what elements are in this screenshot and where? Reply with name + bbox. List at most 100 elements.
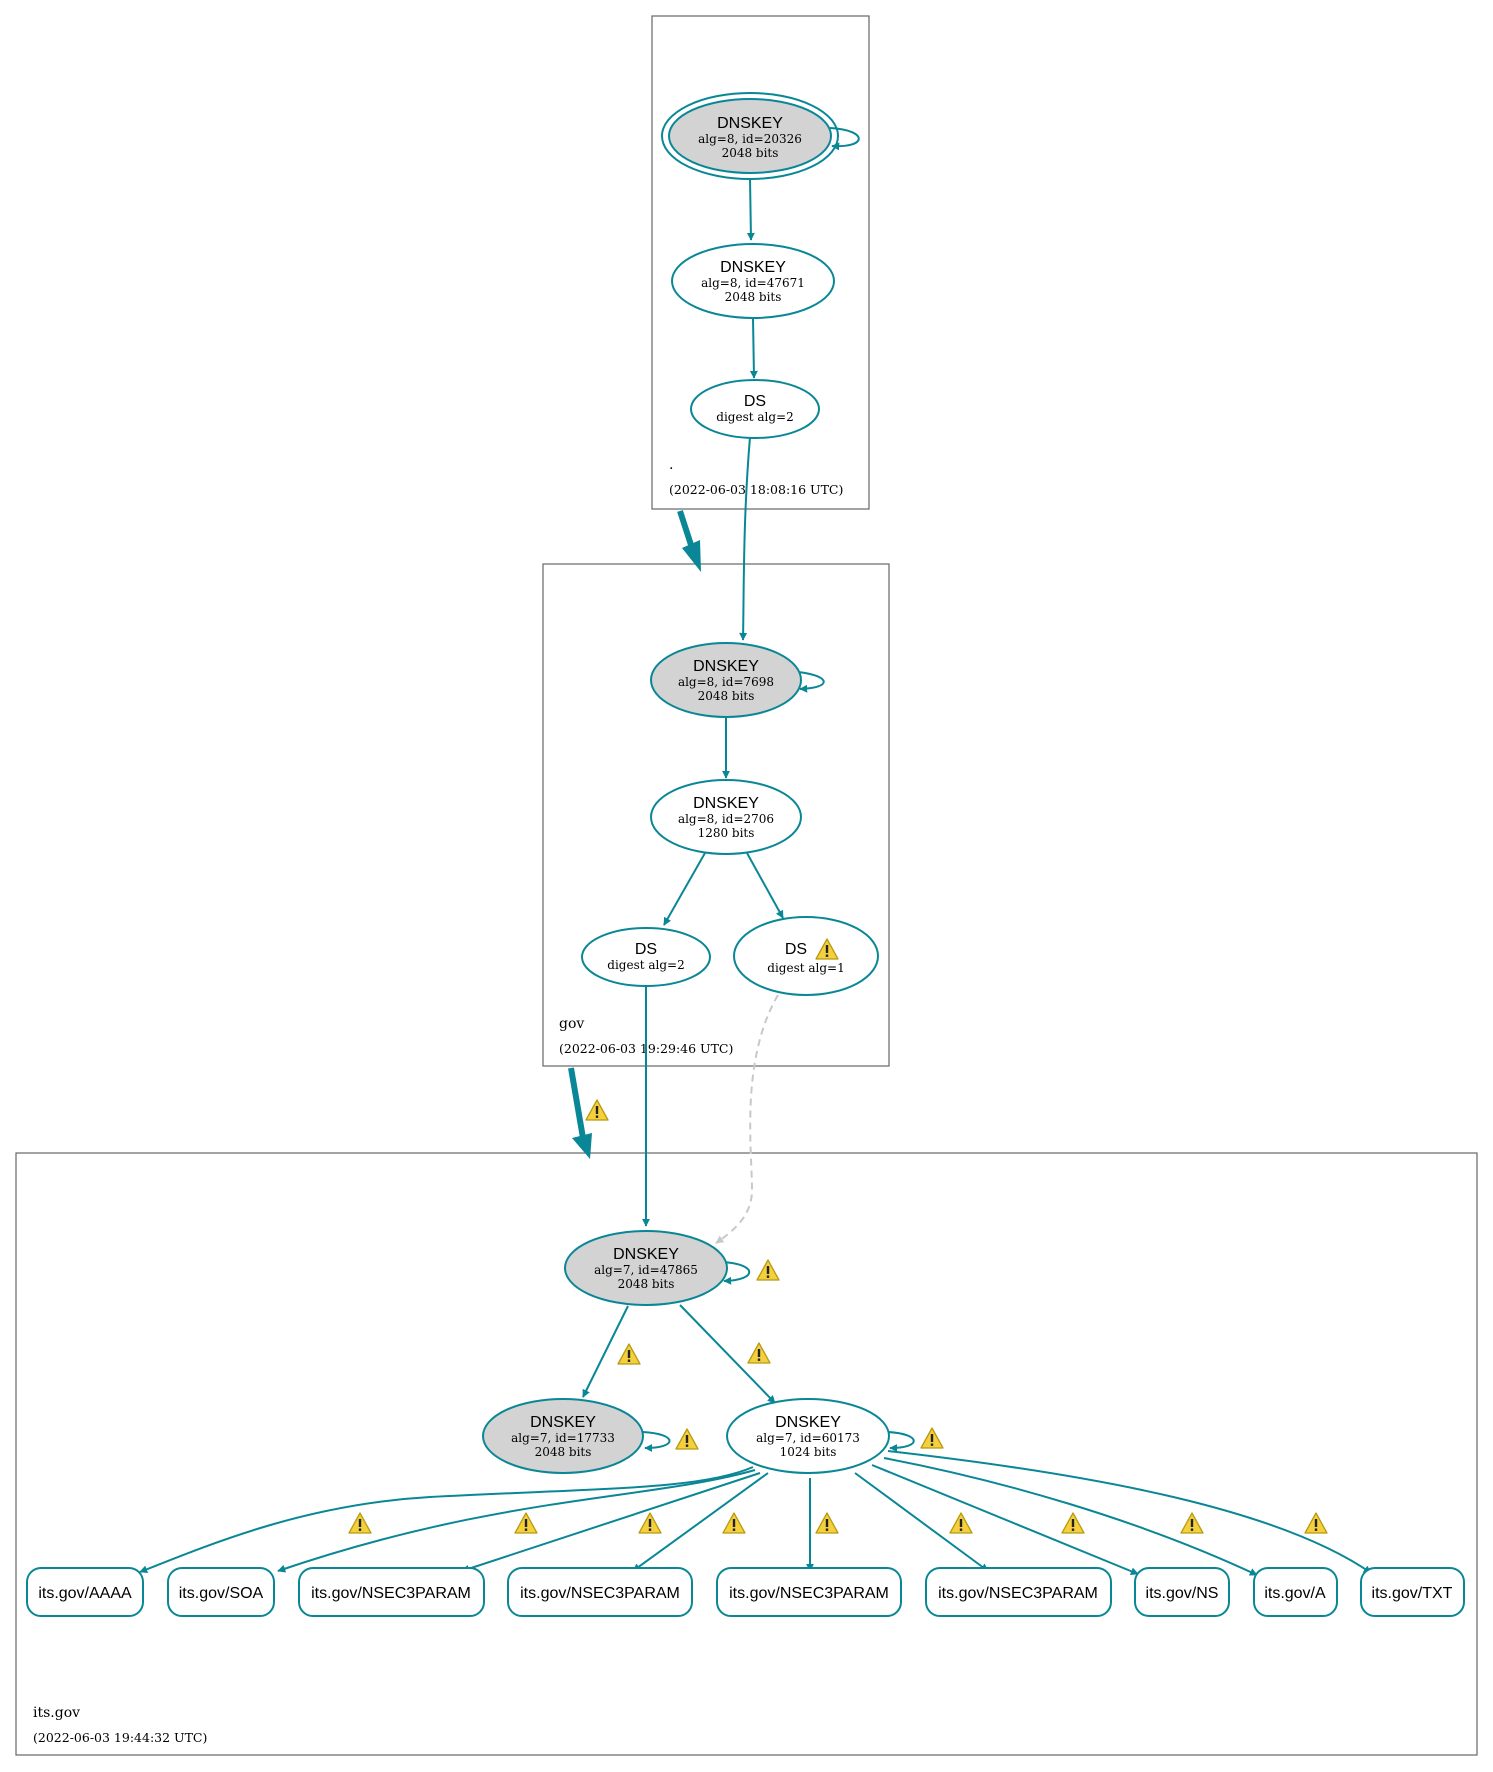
rrset-nsec3param-2[interactable]: its.gov/NSEC3PARAM [507, 1567, 693, 1617]
warning-icon[interactable] [920, 1427, 944, 1449]
warning-icon[interactable] [585, 1099, 609, 1121]
edge-zsk-nsec3param-2 [632, 1472, 769, 1572]
node-root-ksk-title: DNSKEY [717, 115, 783, 132]
warning-icon[interactable] [747, 1342, 771, 1364]
node-gov-zsk-title: DNSKEY [693, 795, 759, 812]
zone-name-gov: gov [559, 1016, 584, 1032]
warning-icon[interactable] [722, 1512, 746, 1534]
edge-its-ksk-zsk [679, 1304, 776, 1404]
edge-root-ksk-zsk [746, 177, 755, 241]
edge-its-zsk-self [887, 1431, 915, 1452]
node-gov-zsk[interactable]: DNSKEY alg=8, id=2706 1280 bits [650, 779, 802, 855]
edge-zsk-a [883, 1457, 1258, 1576]
node-gov-ksk-line2: 2048 bits [698, 689, 755, 703]
node-root-zsk-line1: alg=8, id=47671 [701, 276, 805, 290]
rrset-label: its.gov/NSEC3PARAM [311, 1585, 471, 1602]
node-its-ksk-line1: alg=7, id=47865 [594, 1263, 698, 1277]
rrset-aaaa[interactable]: its.gov/AAAA [26, 1567, 144, 1617]
warning-icon[interactable] [756, 1259, 780, 1281]
node-its-zsk[interactable]: DNSKEY alg=7, id=60173 1024 bits [726, 1398, 890, 1474]
rrset-nsec3param-3[interactable]: its.gov/NSEC3PARAM [716, 1567, 902, 1617]
edge-root-ds-gov-ksk [739, 436, 751, 641]
node-root-ksk-line1: alg=8, id=20326 [698, 132, 802, 146]
node-root-zsk-title: DNSKEY [720, 259, 786, 276]
edge-zsk-ns [871, 1464, 1139, 1575]
node-gov-zsk-line1: alg=8, id=2706 [678, 812, 774, 826]
rrset-label: its.gov/AAAA [38, 1585, 132, 1602]
rrset-ns[interactable]: its.gov/NS [1134, 1567, 1230, 1617]
zone-name-itsgov: its.gov [33, 1705, 80, 1721]
edge-zsk-nsec3param-4 [854, 1472, 989, 1572]
edge-root-ksk-self [829, 127, 860, 151]
node-gov-ksk[interactable]: DNSKEY alg=8, id=7698 2048 bits [650, 642, 802, 718]
node-root-ds[interactable]: DS digest alg=2 [690, 379, 820, 439]
edge-gov-zsk-ds2 [663, 852, 706, 926]
warning-icon[interactable] [514, 1512, 538, 1534]
node-its-ksk[interactable]: DNSKEY alg=7, id=47865 2048 bits [564, 1230, 728, 1306]
rrset-txt[interactable]: its.gov/TXT [1360, 1567, 1465, 1617]
rrset-label: its.gov/NSEC3PARAM [729, 1585, 889, 1602]
node-gov-zsk-line2: 1280 bits [698, 826, 755, 840]
rrset-label: its.gov/SOA [179, 1585, 264, 1602]
warning-icon[interactable] [1061, 1512, 1085, 1534]
node-root-zsk[interactable]: DNSKEY alg=8, id=47671 2048 bits [671, 243, 835, 319]
zone-timestamp-root: (2022-06-03 18:08:16 UTC) [669, 482, 843, 497]
edge-gov-ds1-its-ksk-insecure [715, 994, 779, 1244]
edge-zsk-txt [887, 1450, 1372, 1574]
node-gov-ds1-line1: digest alg=1 [767, 961, 844, 975]
node-gov-ds2[interactable]: DS digest alg=2 [581, 927, 711, 987]
zone-itsgov: its.gov (2022-06-03 19:44:32 UTC) [15, 1152, 1478, 1756]
node-gov-ds2-title: DS [635, 941, 657, 958]
delegation-root-gov [677, 510, 701, 572]
node-gov-ksk-title: DNSKEY [693, 658, 759, 675]
edge-its-ksk2-self [642, 1431, 671, 1452]
warning-icon[interactable] [1180, 1512, 1204, 1534]
edge-root-zsk-ds [749, 317, 758, 379]
rrset-label: its.gov/NSEC3PARAM [520, 1585, 680, 1602]
node-its-zsk-line1: alg=7, id=60173 [756, 1431, 860, 1445]
warning-icon[interactable] [949, 1512, 973, 1534]
rrset-label: its.gov/NSEC3PARAM [938, 1585, 1098, 1602]
edge-gov-ksk-self [797, 671, 825, 693]
node-root-zsk-line2: 2048 bits [725, 290, 782, 304]
rrset-label: its.gov/A [1264, 1585, 1326, 1602]
zone-name-root: . [669, 457, 673, 473]
edge-zsk-nsec3param-1 [461, 1472, 761, 1573]
node-its-ksk-line2: 2048 bits [618, 1277, 675, 1291]
rrset-label: its.gov/TXT [1372, 1585, 1453, 1602]
rrset-label: its.gov/NS [1146, 1585, 1219, 1602]
node-root-ds-title: DS [744, 393, 766, 410]
warning-icon[interactable] [617, 1343, 641, 1365]
rrset-nsec3param-4[interactable]: its.gov/NSEC3PARAM [925, 1567, 1112, 1617]
node-gov-ds1-title: DS [785, 941, 807, 958]
node-gov-ksk-line1: alg=8, id=7698 [678, 675, 774, 689]
node-its-ksk-title: DNSKEY [613, 1246, 679, 1263]
rrset-a[interactable]: its.gov/A [1253, 1567, 1338, 1617]
edge-zsk-soa [277, 1469, 756, 1573]
warning-icon[interactable] [815, 1512, 839, 1534]
warning-icon[interactable] [638, 1512, 662, 1534]
zone-root: . (2022-06-03 18:08:16 UTC) [651, 15, 870, 510]
edge-gov-zsk-ds1 [746, 852, 784, 919]
zone-timestamp-itsgov: (2022-06-03 19:44:32 UTC) [33, 1730, 207, 1745]
edge-zsk-aaaa [139, 1466, 754, 1574]
node-its-ksk2-line2: 2048 bits [535, 1445, 592, 1459]
node-its-ksk2[interactable]: DNSKEY alg=7, id=17733 2048 bits [482, 1398, 644, 1474]
warning-icon[interactable] [348, 1512, 372, 1534]
edge-its-ksk-ksk2 [582, 1305, 629, 1398]
edge-its-ksk-self [721, 1261, 751, 1285]
warning-icon[interactable] [1304, 1512, 1328, 1534]
node-gov-ds1[interactable]: DS digest alg=1 [733, 916, 879, 996]
node-root-ksk[interactable]: DNSKEY alg=8, id=20326 2048 bits [661, 92, 839, 180]
delegation-gov-itsgov [568, 1067, 592, 1159]
node-its-ksk2-title: DNSKEY [530, 1414, 596, 1431]
rrset-soa[interactable]: its.gov/SOA [167, 1567, 275, 1617]
node-root-ksk-line2: 2048 bits [722, 146, 779, 160]
node-its-ksk2-line1: alg=7, id=17733 [511, 1431, 615, 1445]
node-its-zsk-title: DNSKEY [775, 1414, 841, 1431]
node-gov-ds2-line1: digest alg=2 [607, 958, 684, 972]
warning-icon[interactable] [675, 1428, 699, 1450]
node-its-zsk-line2: 1024 bits [780, 1445, 837, 1459]
rrset-nsec3param-1[interactable]: its.gov/NSEC3PARAM [298, 1567, 485, 1617]
